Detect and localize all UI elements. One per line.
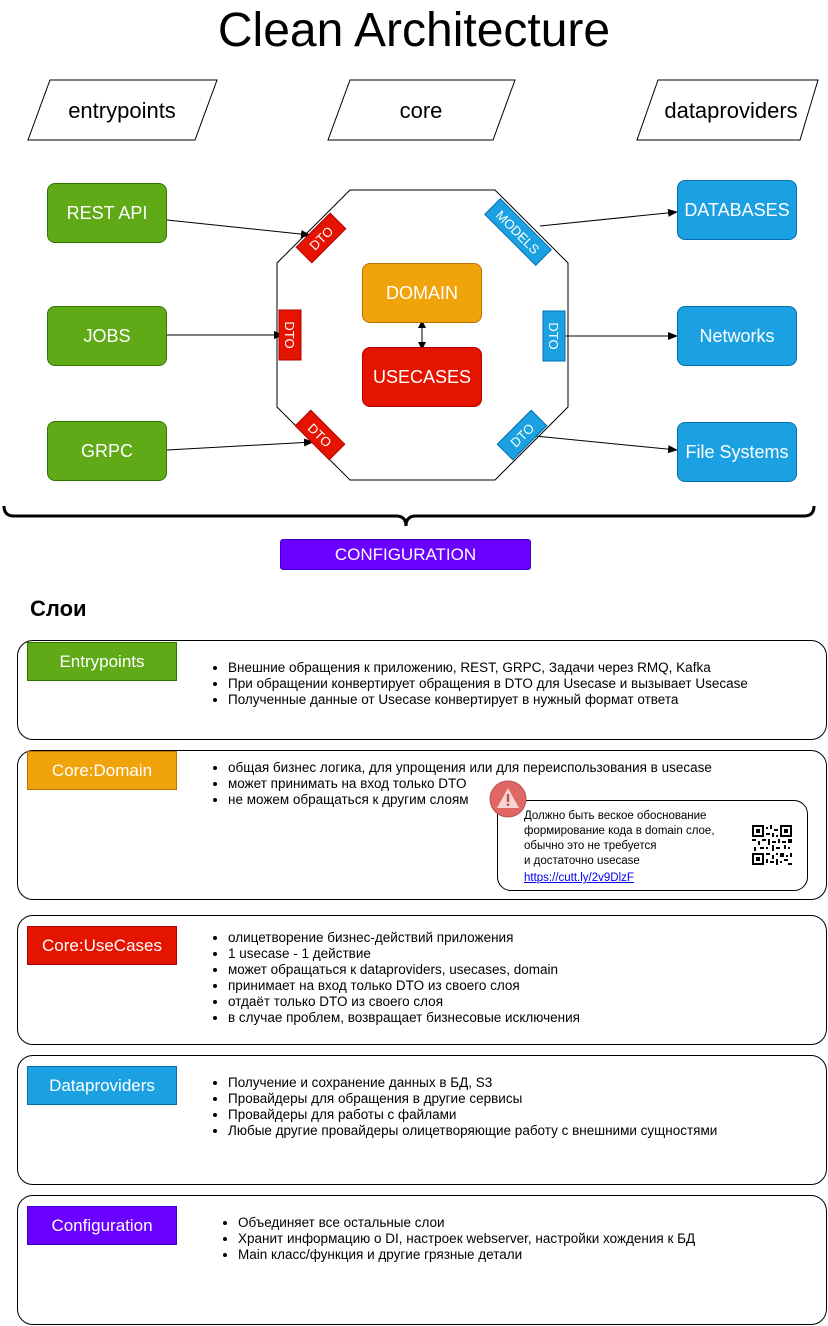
list-item: Main класс/функция и другие грязные дета… xyxy=(238,1247,695,1263)
layer-tag-usecases: Core:UseCases xyxy=(27,926,177,965)
qr-code-icon xyxy=(752,825,792,865)
layer-list-entrypoints: Внешние обращения к приложению, REST, GR… xyxy=(210,660,748,708)
layer-list-configuration: Объединяет все остальные слои Хранит инф… xyxy=(220,1215,695,1263)
note-line: Должно быть веское обоснование xyxy=(524,810,707,822)
list-item: Любые другие провайдеры олицетворяющие р… xyxy=(228,1123,717,1139)
layer-list-dataproviders: Получение и сохранение данных в БД, S3 П… xyxy=(210,1075,717,1139)
layer-tag-dataproviders: Dataproviders xyxy=(27,1066,177,1105)
list-item: в случае проблем, возвращает бизнесовые … xyxy=(228,1010,580,1026)
note-line: и достаточно usecase xyxy=(524,855,640,867)
layer-list-usecases: олицетворение бизнес-действий приложения… xyxy=(210,930,580,1026)
configuration-bar: CONFIGURATION xyxy=(280,539,531,570)
configuration-brace xyxy=(2,505,816,527)
header-core: core xyxy=(400,98,443,123)
layer-list-domain: общая бизнес логика, для упрощения или д… xyxy=(210,760,712,808)
entry-box-rest-api: REST API xyxy=(47,183,167,243)
warning-icon xyxy=(489,780,527,818)
note-line: формирование кода в domain слое, xyxy=(524,825,715,837)
header-entrypoints-shape xyxy=(27,79,218,141)
layer-tag-domain: Core:Domain xyxy=(27,751,177,790)
list-item: Внешние обращения к приложению, REST, GR… xyxy=(228,660,748,676)
header-dataproviders: dataproviders xyxy=(664,98,797,123)
layer-card-dataproviders xyxy=(17,1055,827,1185)
architecture-diagram: entrypoints core dataproviders DTO DTO D… xyxy=(2,79,819,527)
list-item: Получение и сохранение данных в БД, S3 xyxy=(228,1075,717,1091)
list-item: Объединяет все остальные слои xyxy=(238,1215,695,1231)
list-item: 1 usecase - 1 действие xyxy=(228,946,580,962)
entry-box-grpc: GRPC xyxy=(47,421,167,481)
list-item: олицетворение бизнес-действий приложения xyxy=(228,930,580,946)
header-core-shape xyxy=(327,79,516,141)
note-line: обычно это не требуется xyxy=(524,840,657,852)
svg-text:DTO: DTO xyxy=(546,322,561,349)
layer-card-entrypoints xyxy=(17,640,827,740)
provider-box-databases: DATABASES xyxy=(677,180,797,240)
list-item: не можем обращаться к другим слоям xyxy=(228,792,712,808)
core-box-usecases: USECASES xyxy=(362,347,482,407)
layer-card-configuration xyxy=(17,1195,827,1325)
provider-box-file-systems: File Systems xyxy=(677,422,797,482)
dto-connector-left: DTO xyxy=(278,309,302,361)
layers-title: Слои xyxy=(30,596,87,621)
svg-text:DTO: DTO xyxy=(282,321,297,348)
list-item: При обращении конвертирует обращения в D… xyxy=(228,676,748,692)
list-item: Полученные данные от Usecase конвертируе… xyxy=(228,692,748,708)
layer-card-domain xyxy=(17,750,827,900)
layer-card-usecases xyxy=(17,915,827,1045)
layer-tag-configuration: Configuration xyxy=(27,1206,177,1245)
list-item: может обращаться к dataproviders, usecas… xyxy=(228,962,580,978)
diagram-title: Clean Architecture xyxy=(217,4,611,57)
core-box-domain: DOMAIN xyxy=(362,263,482,323)
list-item: общая бизнес логика, для упрощения или д… xyxy=(228,760,712,776)
dto-connector-right: DTO xyxy=(542,310,566,362)
header-entrypoints: entrypoints xyxy=(68,98,176,123)
list-item: Провайдеры для работы с файлами xyxy=(228,1107,717,1123)
entry-box-jobs: JOBS xyxy=(47,306,167,366)
list-item: может принимать на вход только DTO xyxy=(228,776,712,792)
list-item: Хранит информацию о DI, настроек webserv… xyxy=(238,1231,695,1247)
domain-warning-note: Должно быть веское обоснование формирова… xyxy=(497,800,808,891)
list-item: отдаёт только DTO из своего слоя xyxy=(228,994,580,1010)
note-text: Должно быть веское обоснование формирова… xyxy=(524,809,744,886)
list-item: принимает на вход только DTO из своего с… xyxy=(228,978,580,994)
header-dataproviders-shape xyxy=(636,79,819,141)
layer-tag-entrypoints: Entrypoints xyxy=(27,642,177,681)
note-link[interactable]: https://cutt.ly/2v9DlzF xyxy=(524,872,634,884)
list-item: Провайдеры для обращения в другие сервис… xyxy=(228,1091,717,1107)
provider-box-networks: Networks xyxy=(677,306,797,366)
